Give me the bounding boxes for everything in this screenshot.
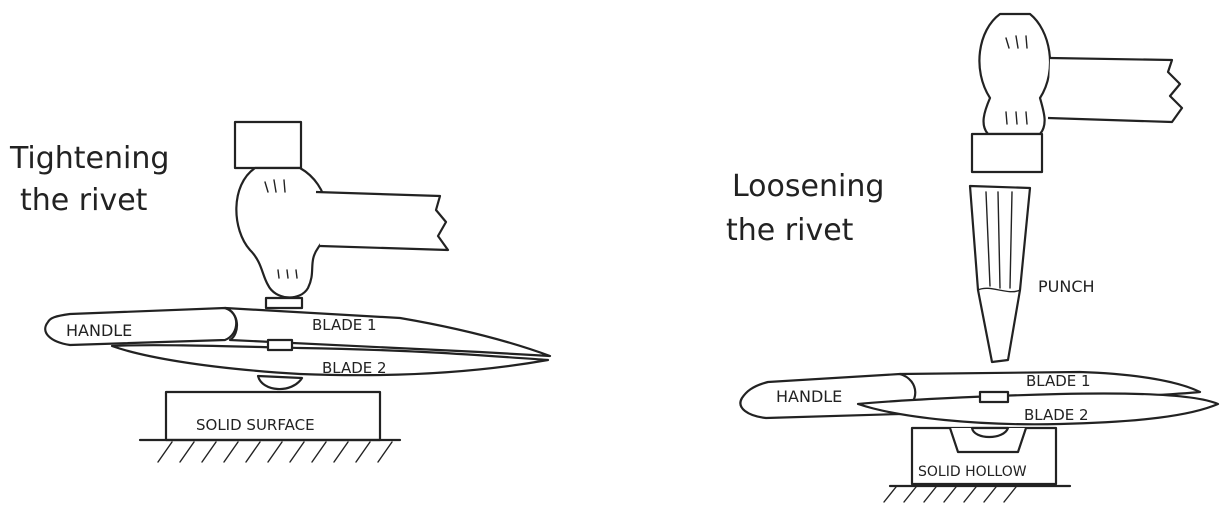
right-blade1-label: BLADE 1 — [1026, 372, 1091, 390]
hammer-head-body — [978, 12, 1052, 136]
right-rivet-bottom — [970, 426, 1010, 439]
right-blade2-label: BLADE 2 — [1024, 406, 1089, 424]
left-panel-tightening: Tightening the rivet HANDLE BLADE 1 BLAD… — [9, 120, 552, 463]
right-rivet — [978, 390, 1010, 404]
hammer-marks — [264, 179, 298, 279]
right-surface-label: SOLID HOLLOW — [918, 464, 1027, 480]
hammer-marks — [1005, 35, 1028, 125]
left-surface-block — [164, 390, 382, 442]
left-blade1-shape — [223, 306, 552, 358]
hammer-face — [264, 296, 304, 310]
left-handle-label: HANDLE — [66, 321, 132, 340]
hammer-icon — [970, 12, 1184, 174]
right-caption-line2: the rivet — [726, 213, 854, 248]
left-surface-label: SOLID SURFACE — [196, 416, 315, 434]
punch-icon: PUNCH — [968, 184, 1095, 364]
left-rivet — [266, 338, 294, 352]
left-blade2-label: BLADE 2 — [322, 359, 387, 377]
solid-surface: SOLID SURFACE — [138, 390, 402, 463]
right-blade2-shape — [856, 392, 1220, 426]
left-blade1-label: BLADE 1 — [312, 316, 377, 334]
right-hollow-cavity — [948, 427, 1028, 454]
hammer-head-bottom — [970, 132, 1044, 174]
left-caption-line2: the rivet — [20, 183, 148, 218]
right-ground-hatch — [883, 486, 1017, 503]
right-caption-line1: Loosening — [732, 169, 884, 204]
left-rivet-bottom — [256, 374, 304, 391]
scissor-lower: BLADE 2 — [856, 390, 1220, 426]
left-ground-hatch — [157, 441, 393, 463]
solid-hollow: SOLID HOLLOW — [883, 426, 1072, 503]
hammer-handle — [315, 190, 450, 252]
right-handle-label: HANDLE — [776, 387, 842, 406]
left-caption-line1: Tightening — [9, 141, 169, 176]
hammer-head-top — [233, 120, 303, 170]
punch-collar — [977, 287, 1021, 293]
right-panel-loosening: Loosening the rivet PUNCH HANDLE BLADE 1 — [726, 12, 1220, 503]
scissor-lower: BLADE 2 — [110, 338, 550, 391]
hammer-head-body — [235, 166, 329, 299]
punch-flutes — [985, 191, 1013, 289]
scissor-upper: HANDLE BLADE 1 — [44, 306, 552, 358]
left-blade2-shape — [110, 344, 550, 377]
hammer-icon — [233, 120, 450, 310]
punch-label: PUNCH — [1038, 277, 1095, 296]
hammer-handle — [1047, 56, 1184, 124]
